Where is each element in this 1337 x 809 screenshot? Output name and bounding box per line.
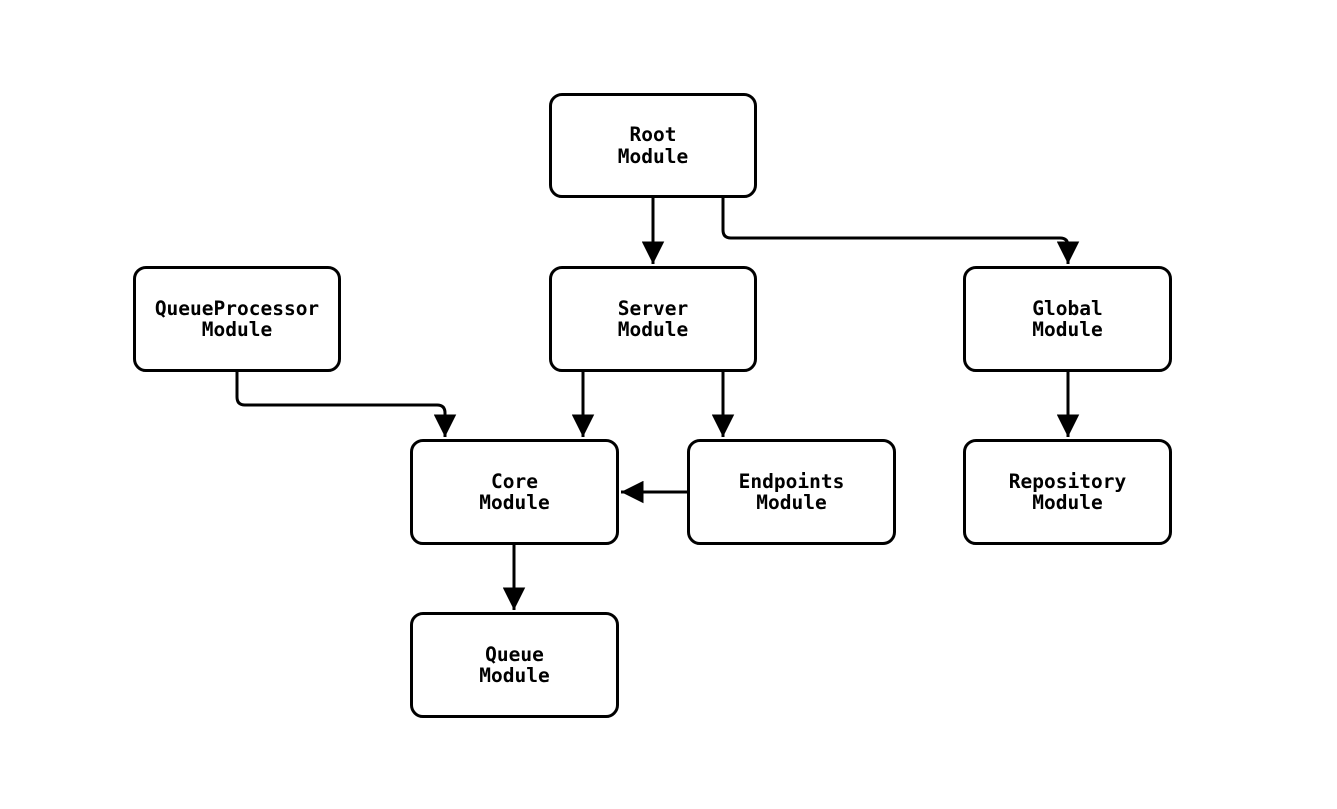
node-global-module-label: Global Module xyxy=(1032,296,1103,341)
node-core-module-label: Core Module xyxy=(479,469,550,514)
edge-root-global xyxy=(721,198,1080,264)
node-queueprocessor-module: QueueProcessor Module xyxy=(133,266,341,372)
node-server-module-label: Server Module xyxy=(617,296,689,341)
edge-queueprocessor-core xyxy=(235,372,457,437)
node-queue-module: Queue Module xyxy=(410,612,619,718)
node-core-module: Core Module xyxy=(410,439,619,545)
node-repository-module: Repository Module xyxy=(963,439,1172,545)
node-endpoints-module: Endpoints Module xyxy=(687,439,896,545)
node-repository-module-label: Repository Module xyxy=(1008,469,1127,514)
node-root-module: Root Module xyxy=(549,93,757,198)
node-queueprocessor-module-label: QueueProcessor Module xyxy=(154,296,320,341)
node-server-module: Server Module xyxy=(549,266,757,372)
node-global-module: Global Module xyxy=(963,266,1172,372)
node-queue-module-label: Queue Module xyxy=(479,642,550,687)
node-endpoints-module-label: Endpoints Module xyxy=(738,469,845,514)
node-root-module-label: Root Module xyxy=(617,123,689,168)
